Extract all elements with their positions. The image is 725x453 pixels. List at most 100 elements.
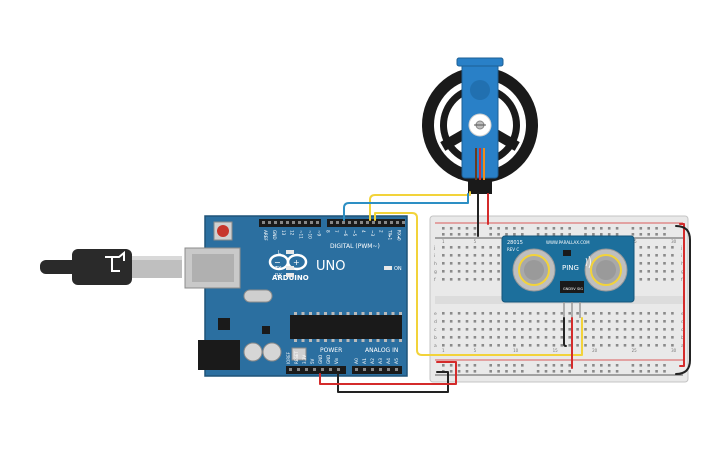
row-label: c bbox=[681, 328, 684, 333]
sensor-pin-gnd: GND bbox=[563, 287, 571, 291]
pin-label: ~6 bbox=[343, 230, 348, 237]
column-label: 30 bbox=[671, 348, 677, 353]
pin-label: 12 bbox=[290, 230, 295, 236]
sensor-name: PING bbox=[562, 264, 579, 272]
row-label: e bbox=[681, 312, 684, 317]
pin-label: A4 bbox=[386, 358, 392, 364]
pin-label: A3 bbox=[378, 358, 384, 364]
svg-text:TX: TX bbox=[274, 266, 282, 272]
row-label: d bbox=[434, 319, 437, 325]
power-label: POWER bbox=[320, 347, 342, 354]
ultrasonic-sensor: 28015 REV C WWW.PARALLAX.COM PING GND 5V… bbox=[501, 235, 635, 318]
row-label: h bbox=[434, 261, 437, 267]
wires[interactable] bbox=[319, 191, 691, 393]
atmega-chip bbox=[290, 315, 402, 339]
wire-blue[interactable] bbox=[343, 193, 469, 221]
arduino-model: UNO bbox=[316, 259, 345, 274]
pin-label: 5V bbox=[310, 358, 315, 364]
pin-label: GND bbox=[326, 355, 331, 364]
led-on bbox=[384, 266, 392, 270]
pin-label: 13 bbox=[281, 230, 286, 236]
usb-icon bbox=[105, 250, 125, 272]
column-label: 25 bbox=[632, 348, 638, 353]
pin-label: 3.3V bbox=[302, 355, 307, 364]
wire-rail-black[interactable] bbox=[675, 225, 691, 375]
column-label: 1 bbox=[442, 348, 445, 353]
analog-label: ANALOG IN bbox=[365, 347, 398, 354]
pin-label: TX▸1 bbox=[388, 229, 393, 241]
row-label: f bbox=[681, 277, 683, 283]
row-label: b bbox=[434, 335, 437, 341]
led-l bbox=[286, 250, 294, 254]
row-label: g bbox=[434, 270, 437, 275]
row-label: b bbox=[681, 335, 684, 341]
sensor-model: 28015 bbox=[507, 240, 523, 246]
row-label: e bbox=[434, 312, 437, 317]
pin-label: ~11 bbox=[299, 230, 304, 239]
pin-label: ~10 bbox=[308, 230, 313, 239]
digital-label: DIGITAL (PWM~) bbox=[330, 243, 380, 250]
led-rx bbox=[286, 273, 294, 277]
row-label: i bbox=[434, 253, 435, 259]
row-label: g bbox=[681, 270, 684, 275]
column-label: 10 bbox=[513, 348, 519, 353]
pin-label: ~3 bbox=[370, 230, 375, 237]
svg-text:+: + bbox=[293, 258, 300, 267]
column-label: 5 bbox=[474, 348, 477, 353]
row-label: i bbox=[681, 253, 682, 259]
row-label: a bbox=[681, 344, 684, 349]
wire-sensor-signal[interactable] bbox=[374, 212, 583, 356]
svg-text:−: − bbox=[274, 258, 281, 267]
column-label: 20 bbox=[592, 348, 598, 353]
svg-text:L: L bbox=[278, 250, 281, 256]
pin-label: ~9 bbox=[316, 230, 321, 237]
row-label: h bbox=[681, 261, 684, 267]
led-tx bbox=[286, 266, 294, 270]
wire-servo-signal[interactable] bbox=[369, 191, 471, 221]
svg-text:RX: RX bbox=[275, 273, 282, 279]
pin-label: ~5 bbox=[352, 230, 357, 237]
pin-label: A0 bbox=[354, 358, 360, 364]
pin-label: 4 bbox=[361, 230, 366, 233]
row-label: a bbox=[434, 344, 437, 349]
pin-label: A1 bbox=[362, 358, 368, 364]
sound-wave-icon bbox=[585, 255, 591, 269]
pin-label: 7 bbox=[334, 230, 339, 233]
row-label: c bbox=[434, 328, 437, 333]
pin-label: GND bbox=[318, 355, 323, 364]
pin-label: RESET bbox=[294, 351, 299, 364]
sensor-url: WWW.PARALLAX.COM bbox=[546, 240, 590, 245]
row-label: f bbox=[434, 277, 436, 283]
capacitor bbox=[262, 342, 282, 362]
wire-5v-red[interactable] bbox=[319, 361, 457, 385]
header-top-left bbox=[259, 219, 321, 227]
row-label: j bbox=[433, 245, 435, 251]
usb-cable bbox=[40, 249, 182, 285]
pin-label: A2 bbox=[370, 358, 376, 364]
pin-label: IOREF bbox=[286, 351, 291, 364]
sensor-pin-5v: 5V bbox=[571, 287, 576, 291]
svg-text:ON: ON bbox=[394, 266, 402, 272]
wire-gnd-black[interactable] bbox=[337, 371, 449, 393]
row-label: j bbox=[680, 245, 682, 251]
capacitor bbox=[243, 342, 263, 362]
column-label: 5 bbox=[474, 239, 477, 244]
servo-motor bbox=[422, 57, 538, 194]
wire-sensor-gnd[interactable] bbox=[563, 317, 567, 347]
sensor-rev: REV C bbox=[507, 247, 519, 252]
pin-label: GND bbox=[272, 230, 277, 240]
sensor-pin-sig: SIG bbox=[577, 287, 583, 291]
header-analog bbox=[352, 366, 402, 374]
arduino-logo: − + bbox=[268, 253, 308, 271]
pin-label: Vin bbox=[334, 357, 339, 364]
wire-rail-red[interactable] bbox=[679, 223, 685, 367]
arduino-brand: ARDUINO bbox=[272, 274, 309, 282]
reset-button[interactable] bbox=[217, 225, 229, 237]
pin-label: A5 bbox=[394, 358, 400, 364]
